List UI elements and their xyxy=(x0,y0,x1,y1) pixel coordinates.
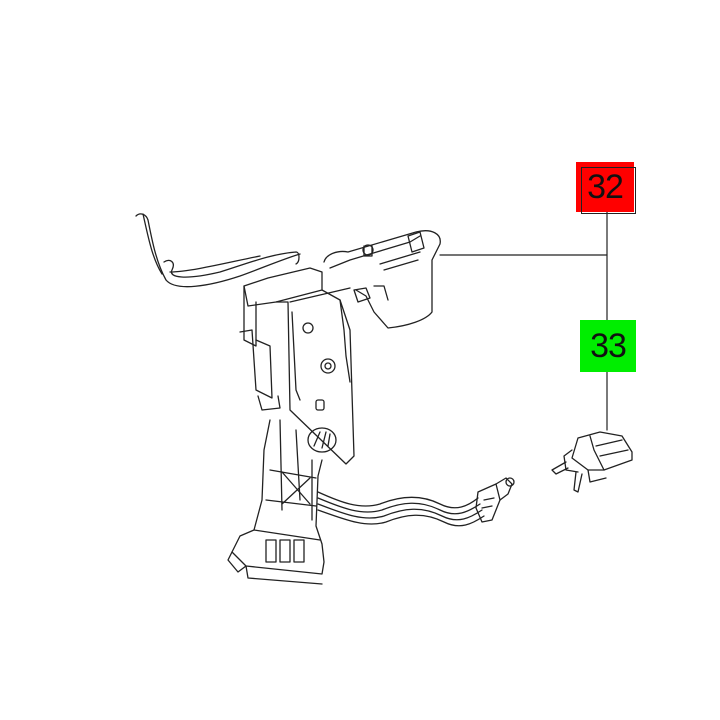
callout-32-label: 32 xyxy=(587,167,624,206)
callout-33-background xyxy=(580,320,636,372)
trigger xyxy=(323,230,441,329)
switch-body xyxy=(239,267,355,465)
lower-frame xyxy=(227,419,325,585)
leader-lines xyxy=(439,211,608,431)
callout-33-label: 33 xyxy=(590,326,627,365)
callout-32-background xyxy=(576,162,634,212)
wire-connector xyxy=(475,477,515,523)
callout-33[interactable]: 33 xyxy=(580,320,636,372)
callout-32[interactable]: 32 xyxy=(576,162,636,214)
wire-top xyxy=(135,213,301,288)
wire-harness xyxy=(317,491,485,527)
switch-cap xyxy=(551,431,633,493)
